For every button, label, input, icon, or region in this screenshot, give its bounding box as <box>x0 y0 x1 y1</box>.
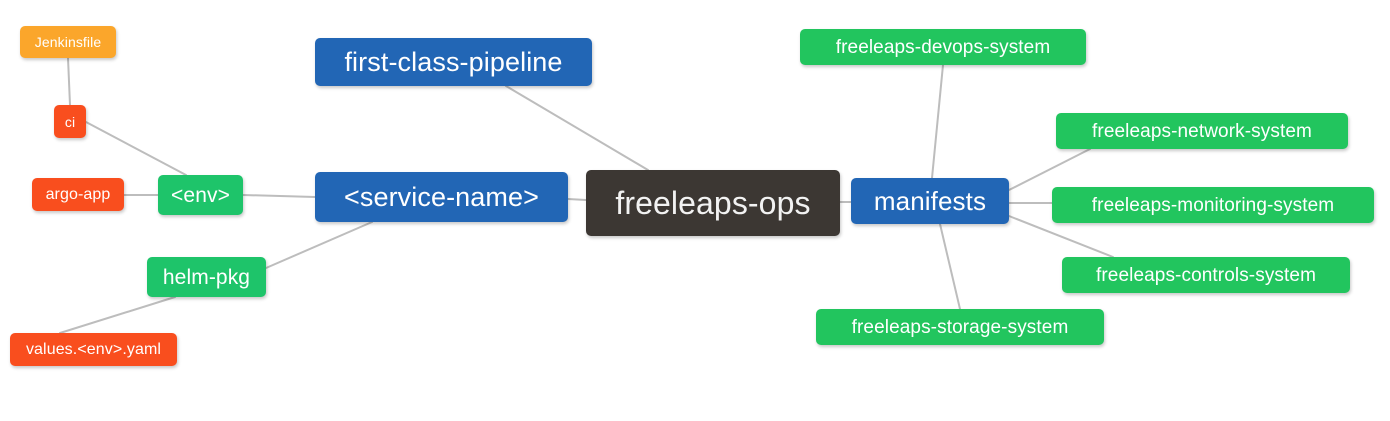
edge-manifests-storage <box>939 223 961 310</box>
node-label-argo-app: argo-app <box>45 185 111 203</box>
node-env[interactable]: <env> <box>158 175 243 215</box>
node-values-yaml[interactable]: values.<env>.yaml <box>10 333 177 366</box>
node-label-jenkinsfile: Jenkinsfile <box>34 34 102 50</box>
node-argo-app[interactable]: argo-app <box>32 178 124 211</box>
node-label-freeleaps-ops: freeleaps-ops <box>615 185 811 221</box>
edge-values-helm-pkg <box>59 296 176 334</box>
node-first-class-pipeline[interactable]: first-class-pipeline <box>315 38 592 86</box>
node-freeleaps-monitoring-system[interactable]: freeleaps-monitoring-system <box>1052 187 1374 223</box>
node-label-freeleaps-controls-system: freeleaps-controls-system <box>1095 264 1317 286</box>
edge-service-name-ops <box>567 198 587 201</box>
node-service-name[interactable]: <service-name> <box>315 172 568 222</box>
node-freeleaps-storage-system[interactable]: freeleaps-storage-system <box>816 309 1104 345</box>
edge-ci-env <box>85 121 187 176</box>
node-label-env: <env> <box>171 183 230 207</box>
node-label-freeleaps-storage-system: freeleaps-storage-system <box>851 316 1069 338</box>
edge-jenkinsfile-ci <box>67 57 71 106</box>
edge-manifests-network <box>1008 148 1091 191</box>
node-freeleaps-ops[interactable]: freeleaps-ops <box>586 170 840 236</box>
node-label-freeleaps-devops-system: freeleaps-devops-system <box>835 36 1051 58</box>
edge-manifests-devops <box>931 64 944 179</box>
node-manifests[interactable]: manifests <box>851 178 1009 224</box>
node-jenkinsfile[interactable]: Jenkinsfile <box>20 26 116 58</box>
node-ci[interactable]: ci <box>54 105 86 138</box>
node-label-first-class-pipeline: first-class-pipeline <box>344 46 563 77</box>
node-label-ci: ci <box>64 113 76 130</box>
node-freeleaps-network-system[interactable]: freeleaps-network-system <box>1056 113 1348 149</box>
node-label-manifests: manifests <box>873 186 987 216</box>
edge-pipeline-ops <box>505 85 649 171</box>
node-label-values-yaml: values.<env>.yaml <box>25 340 162 358</box>
node-freeleaps-devops-system[interactable]: freeleaps-devops-system <box>800 29 1086 65</box>
node-freeleaps-controls-system[interactable]: freeleaps-controls-system <box>1062 257 1350 293</box>
edge-helm-pkg-service-name <box>265 221 373 269</box>
node-helm-pkg[interactable]: helm-pkg <box>147 257 266 297</box>
node-label-freeleaps-monitoring-system: freeleaps-monitoring-system <box>1091 194 1335 216</box>
edge-env-service-name <box>242 194 316 198</box>
node-label-helm-pkg: helm-pkg <box>162 265 251 289</box>
node-label-freeleaps-network-system: freeleaps-network-system <box>1092 120 1312 142</box>
node-label-service-name: <service-name> <box>344 181 539 212</box>
